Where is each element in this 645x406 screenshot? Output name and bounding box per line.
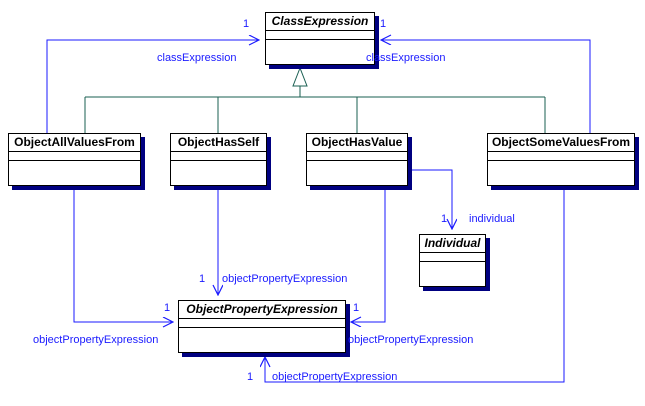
class-attributes-object-some-values-from xyxy=(488,152,634,161)
class-box-class-expression[interactable]: ClassExpression xyxy=(265,12,375,65)
class-box-object-has-self[interactable]: ObjectHasSelf xyxy=(170,133,267,186)
class-name-object-has-self: ObjectHasSelf xyxy=(171,134,266,152)
association-label-individual: individual xyxy=(469,213,515,225)
class-name-object-all-values-from: ObjectAllValuesFrom xyxy=(9,134,140,152)
assoc-some-values-to-class-expression xyxy=(382,40,591,133)
generalization-tree xyxy=(84,86,546,133)
association-label-class-expression-right: classExpression xyxy=(366,52,446,64)
class-name-object-has-value: ObjectHasValue xyxy=(307,134,407,152)
generalization-triangle-icon xyxy=(292,66,308,87)
class-operations-individual xyxy=(420,262,485,284)
multiplicity-ope-right: 1 xyxy=(353,302,360,314)
class-operations-object-some-values-from xyxy=(488,161,634,183)
multiplicity-ope-left: 1 xyxy=(164,302,171,314)
class-attributes-class-expression xyxy=(266,31,374,40)
association-label-ope-bottom: objectPropertyExpression xyxy=(272,371,398,383)
class-operations-object-property-expression xyxy=(179,328,345,350)
multiplicity-ope-bottom: 1 xyxy=(247,371,254,383)
assoc-all-values-to-class-expression xyxy=(46,40,258,133)
class-operations-object-has-value xyxy=(307,161,407,183)
class-operations-object-has-self xyxy=(171,161,266,183)
association-label-ope-right: objectPropertyExpression xyxy=(348,334,474,346)
class-box-object-property-expression[interactable]: ObjectPropertyExpression xyxy=(178,300,346,353)
multiplicity-class-expression-left: 1 xyxy=(243,18,250,30)
association-label-ope-left: objectPropertyExpression xyxy=(33,334,159,346)
assoc-has-value-to-ope xyxy=(352,186,386,322)
class-box-object-has-value[interactable]: ObjectHasValue xyxy=(306,133,408,186)
multiplicity-individual: 1 xyxy=(441,213,448,225)
class-name-object-property-expression: ObjectPropertyExpression xyxy=(179,301,345,319)
multiplicity-class-expression-right: 1 xyxy=(380,18,387,30)
association-label-class-expression-left: classExpression xyxy=(157,52,237,64)
class-operations-object-all-values-from xyxy=(9,161,140,183)
class-box-object-all-values-from[interactable]: ObjectAllValuesFrom xyxy=(8,133,141,186)
association-edges xyxy=(46,40,591,383)
class-name-class-expression: ClassExpression xyxy=(266,13,374,31)
class-box-individual[interactable]: Individual xyxy=(419,234,486,287)
assoc-has-value-to-individual xyxy=(408,169,452,228)
class-operations-class-expression xyxy=(266,40,374,62)
class-attributes-object-property-expression xyxy=(179,319,345,328)
multiplicity-ope-top: 1 xyxy=(199,273,206,285)
assoc-some-values-to-ope xyxy=(265,186,565,383)
class-attributes-object-has-self xyxy=(171,152,266,161)
class-name-object-some-values-from: ObjectSomeValuesFrom xyxy=(488,134,634,152)
class-attributes-individual xyxy=(420,253,485,262)
association-label-ope-top: objectPropertyExpression xyxy=(222,273,348,285)
class-box-object-some-values-from[interactable]: ObjectSomeValuesFrom xyxy=(487,133,635,186)
class-attributes-object-all-values-from xyxy=(9,152,140,161)
assoc-all-values-to-ope xyxy=(73,186,172,322)
class-attributes-object-has-value xyxy=(307,152,407,161)
class-name-individual: Individual xyxy=(420,235,485,253)
